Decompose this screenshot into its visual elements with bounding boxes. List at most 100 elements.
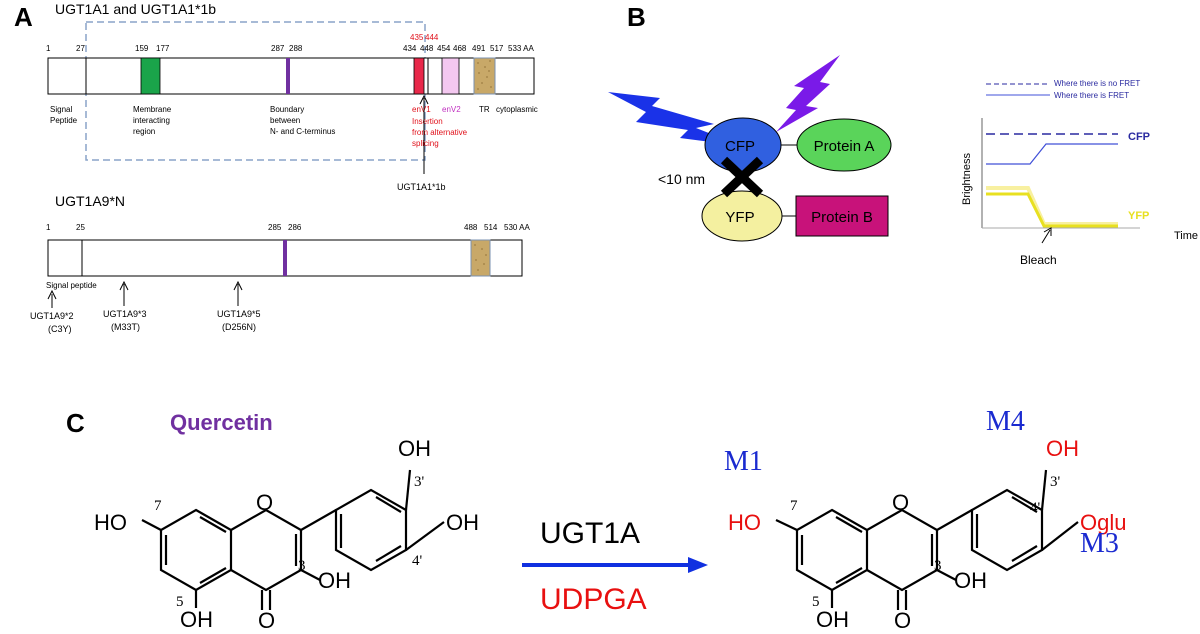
m-pos-5: 5 <box>812 594 820 610</box>
m3-arrow-head <box>119 280 129 291</box>
yfp-no-fret-line <box>986 186 1118 226</box>
a9-num-488: 488 <box>464 223 478 232</box>
bleach-arrow <box>1041 229 1051 244</box>
m2-arrow-head <box>47 289 57 300</box>
metabolite-m4: M4 <box>986 406 1025 437</box>
cytoplasmic-label: cytoplasmic <box>496 105 538 114</box>
a9-num-514: 514 <box>484 223 498 232</box>
yfp-fret-line <box>986 192 1118 228</box>
tr-texture <box>477 60 492 90</box>
membrane-label-3: region <box>133 127 155 136</box>
yfp-label: YFP <box>725 209 754 226</box>
q-oh-top: OH <box>398 436 431 461</box>
insertion-label-2: from alternative <box>412 128 468 137</box>
a1-num-454: 454 <box>437 44 451 53</box>
env1-label: enV1 <box>412 105 431 114</box>
env1-domain <box>413 57 425 95</box>
a1-num-435: 435 <box>410 33 424 42</box>
quercetin-structure <box>141 469 445 610</box>
a9-num-530: 530 AA <box>504 223 530 232</box>
m-oglu: Oglu <box>1080 510 1126 535</box>
q-oh5: OH <box>180 607 213 632</box>
metabolite-m1: M1 <box>724 446 763 477</box>
q-pos-5: 5 <box>176 594 184 610</box>
m-ho: HO <box>728 510 761 535</box>
m-pos-7: 7 <box>790 498 798 514</box>
m3-label-2: (M33T) <box>111 322 140 332</box>
a1-num-491: 491 <box>472 44 486 53</box>
metabolite-m3: M3 <box>1080 528 1119 559</box>
q-pos-4p: 4' <box>412 553 423 569</box>
q-pos-3: 3 <box>298 558 306 574</box>
a1-num-517: 517 <box>490 44 504 53</box>
a1-num-444: 444 <box>425 33 439 42</box>
a9-num-25: 25 <box>76 223 85 232</box>
m5-label-1: UGT1A9*5 <box>217 309 261 319</box>
a9-boundary-marker <box>283 240 287 276</box>
panel-b-letter: B <box>627 2 646 32</box>
a1-num-177: 177 <box>156 44 170 53</box>
protein-a-label: Protein A <box>814 138 875 155</box>
cfp-series-label: CFP <box>1128 131 1150 143</box>
panel-a-letter: A <box>14 2 33 32</box>
m-oh5: OH <box>816 607 849 632</box>
quercetin-name: Quercetin <box>170 410 273 435</box>
protein-b-shape <box>795 195 889 237</box>
insertion-label-1: Insertion <box>412 117 443 126</box>
m-pos-3: 3 <box>934 558 942 574</box>
boundary-label-3: N- and C-terminus <box>270 127 335 136</box>
insertion-label-3: splicing <box>412 139 439 148</box>
m2-label-1: UGT1A9*2 <box>30 311 74 321</box>
a1-signal-label-2: Peptide <box>50 116 78 125</box>
cofactor-label: UDPGA <box>540 583 647 616</box>
boundary-label-1: Boundary <box>270 105 304 114</box>
bleach-label: Bleach <box>1020 253 1057 267</box>
q-o-ring: O <box>256 490 273 515</box>
panel-c-letter: C <box>66 408 85 438</box>
a9-tr-texture <box>474 244 487 271</box>
ugt1a9-title: UGT1A9*N <box>55 193 125 209</box>
a1-num-287: 287 <box>271 44 285 53</box>
a9-num-1: 1 <box>46 223 51 232</box>
a9-tr-domain <box>470 239 491 277</box>
q-ho: HO <box>94 510 127 535</box>
a1-num-434: 434 <box>403 44 417 53</box>
q-pos-3p: 3' <box>414 474 425 490</box>
protein-a-shape <box>796 118 892 172</box>
membrane-domain <box>140 57 161 95</box>
m2-label-2: (C3Y) <box>48 324 72 334</box>
env2-domain <box>441 57 460 95</box>
plot-y-label: Brightness <box>961 153 973 205</box>
m-o-ketone: O <box>894 608 911 633</box>
membrane-label-2: interacting <box>133 116 170 125</box>
boundary-label-2: between <box>270 116 300 125</box>
a1-signal-label-1: Signal <box>50 105 72 114</box>
excitation-bolt-icon <box>608 92 742 146</box>
q-oh3: OH <box>318 568 351 593</box>
cfp-label: CFP <box>725 138 755 155</box>
a9-num-286: 286 <box>288 223 302 232</box>
boundary-marker <box>286 58 290 94</box>
m5-arrow-head <box>233 280 243 291</box>
m-o-ring: O <box>892 490 909 515</box>
q-o-ketone: O <box>258 608 275 633</box>
blocked-x-icon <box>720 156 764 198</box>
variant-arrow-head <box>419 94 429 105</box>
bleach-arrow-head <box>1043 227 1052 236</box>
distance-label: <10 nm <box>658 171 705 187</box>
protein-b-label: Protein B <box>811 209 873 226</box>
a9-num-285: 285 <box>268 223 282 232</box>
q-oh-right: OH <box>446 510 479 535</box>
a9-signal-label: Signal peptide <box>46 281 97 290</box>
m-oh-top: OH <box>1046 436 1079 461</box>
reaction-arrow-head <box>688 557 708 573</box>
plot-x-label: Time <box>1174 230 1198 242</box>
m-pos-3p: 3' <box>1050 474 1061 490</box>
a1-num-533: 533 AA <box>508 44 534 53</box>
q-pos-7: 7 <box>154 498 162 514</box>
cfp-fret-line <box>986 143 1118 165</box>
a1-num-448: 448 <box>420 44 434 53</box>
m5-label-2: (D256N) <box>222 322 256 332</box>
ugt1a1-title: UGT1A1 and UGT1A1*1b <box>55 1 216 17</box>
